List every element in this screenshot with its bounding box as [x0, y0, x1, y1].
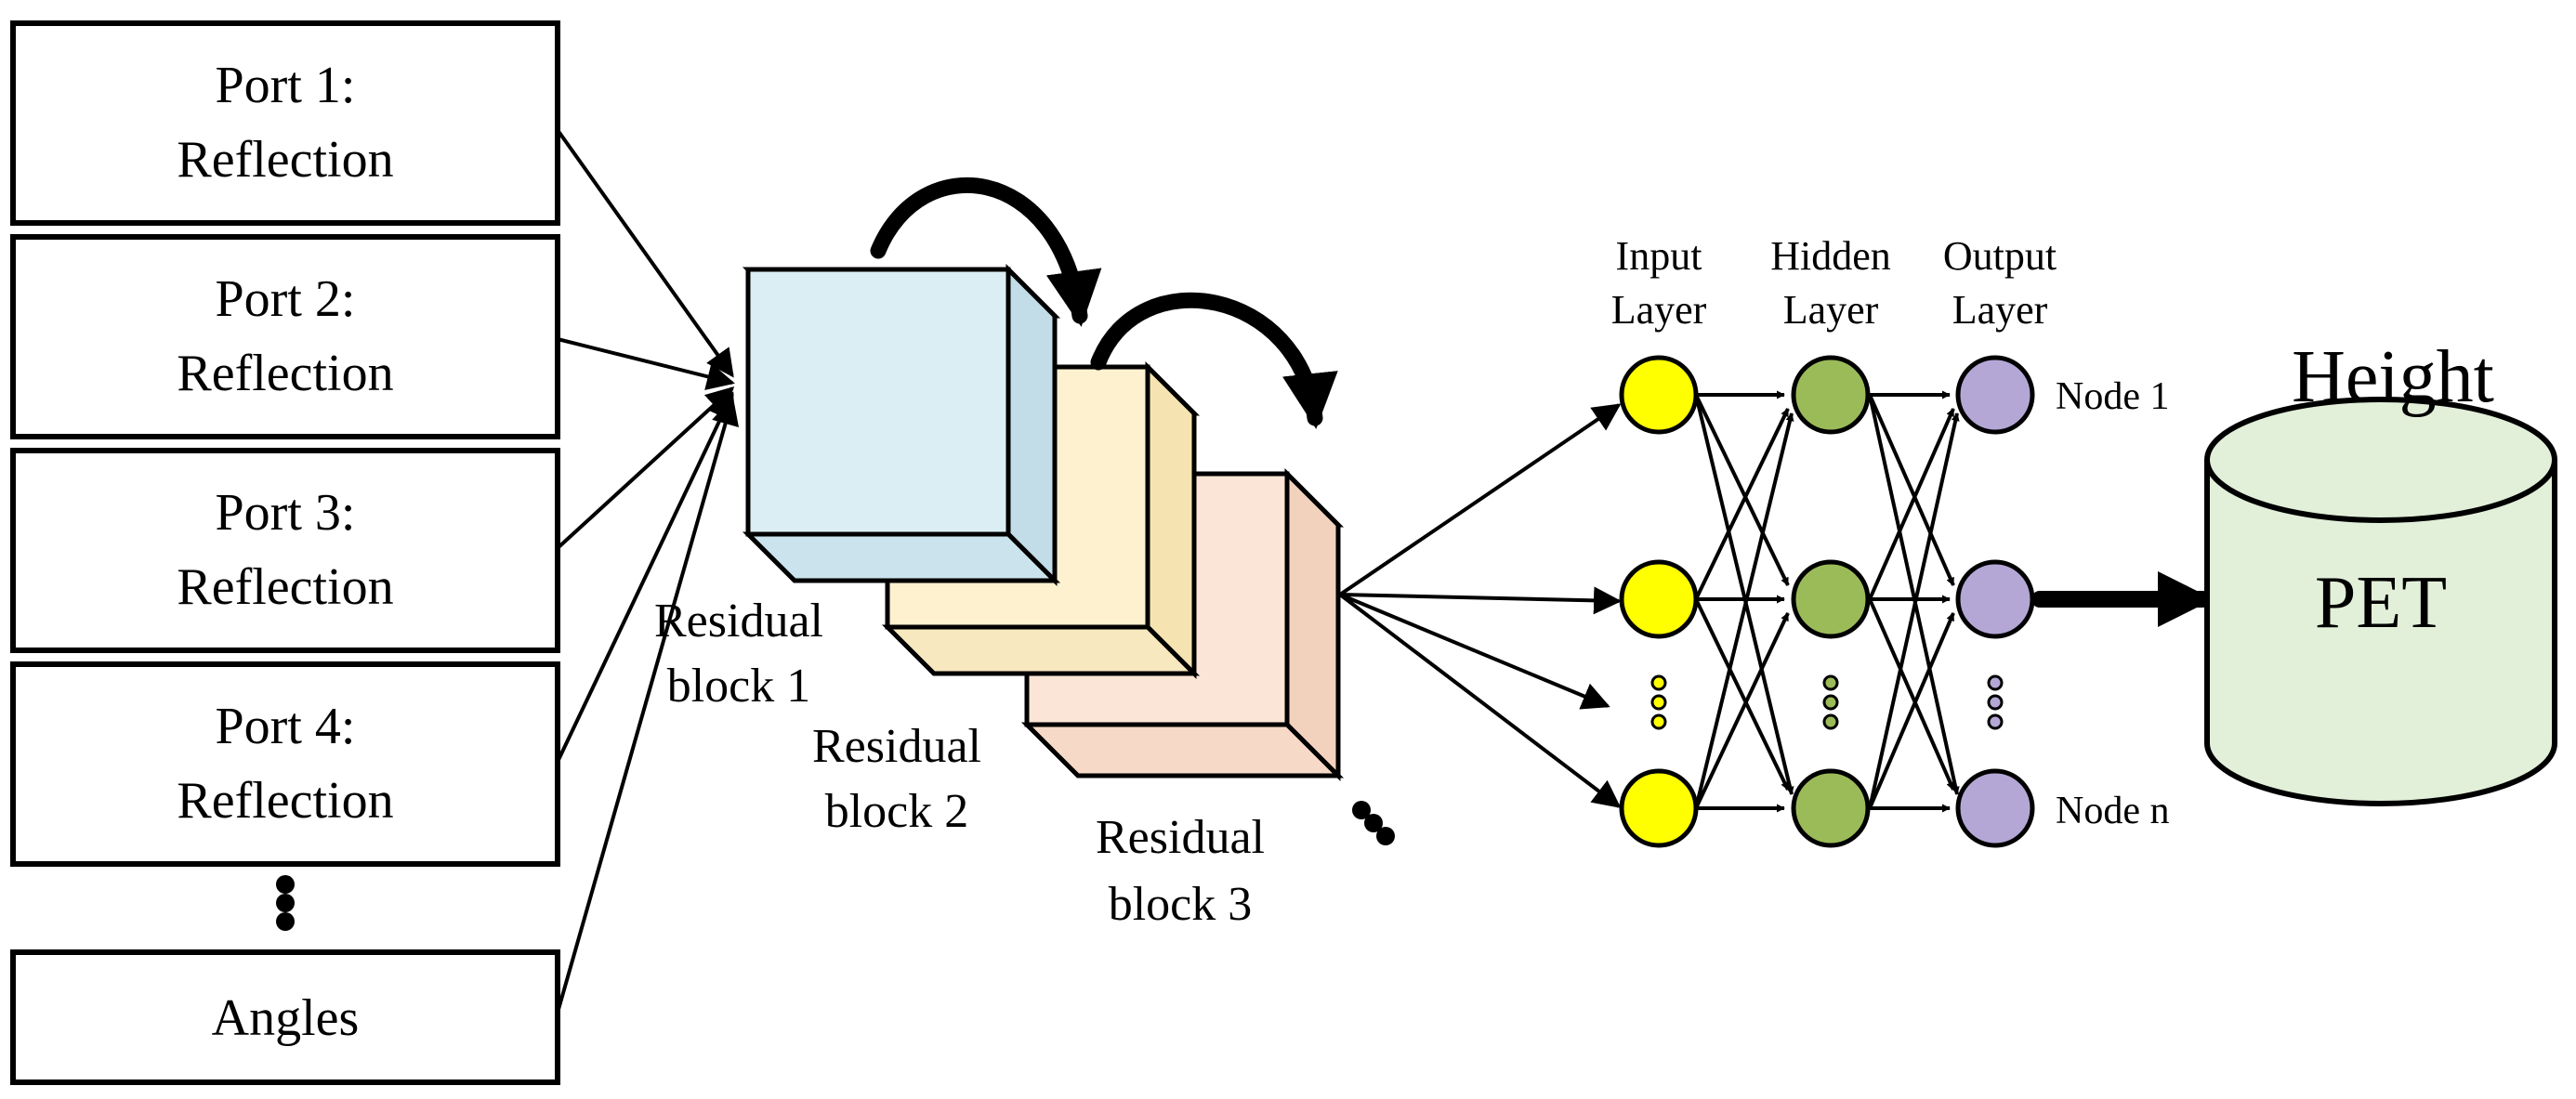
pet-label: PET [2315, 562, 2447, 644]
hidden-node-n [1791, 768, 1871, 848]
node-n-label: Node n [2056, 790, 2169, 832]
residual-block-1-label-line1: Residual [654, 595, 823, 648]
port-2-subtitle: Reflection [177, 345, 393, 402]
residual-block-3-label-line2: block 3 [1109, 878, 1253, 931]
output-layer-nodes [1955, 355, 2035, 848]
port-1-subtitle: Reflection [177, 131, 393, 189]
input-port-1-box: Port 1: Reflection [10, 20, 560, 226]
output-layer-label-line1: Output [1943, 233, 2057, 279]
height-title: Height [2292, 336, 2494, 418]
port-1-title: Port 1: [216, 57, 356, 114]
fanout-arrows [1338, 403, 1622, 808]
network-connections [1694, 390, 1960, 813]
hidden-layer-ellipsis-icon [1822, 674, 1839, 730]
input-layer-nodes [1619, 355, 1699, 848]
output-node-n [1955, 768, 2035, 848]
hidden-layer-nodes [1791, 355, 1871, 848]
hidden-node-1 [1791, 355, 1871, 435]
input-node-1 [1619, 355, 1699, 435]
hidden-layer-label-line2: Layer [1783, 287, 1879, 333]
hidden-layer-label-line1: Hidden [1770, 233, 1891, 279]
port-3-title: Port 3: [216, 484, 356, 542]
residual-block-2-label-line2: block 2 [825, 785, 969, 838]
output-layer-ellipsis-icon [1987, 674, 2004, 730]
input-angles-box: Angles [10, 949, 560, 1085]
output-layer-label-line2: Layer [1952, 287, 2048, 333]
input-layer-ellipsis-icon [1650, 674, 1667, 730]
input-ellipsis-icon [276, 875, 295, 931]
residual-block-1-cube [742, 263, 1061, 587]
residual-block-3-label-line1: Residual [1096, 811, 1265, 864]
port-4-subtitle: Reflection [177, 772, 393, 830]
input-layer-label-line2: Layer [1611, 287, 1707, 333]
hidden-node-2 [1791, 559, 1871, 639]
input-port-3-box: Port 3: Reflection [10, 448, 560, 653]
port-4-title: Port 4: [216, 698, 356, 755]
angles-label: Angles [212, 989, 360, 1047]
port-3-subtitle: Reflection [177, 558, 393, 616]
residual-block-2-label-line1: Residual [812, 720, 981, 773]
residual-block-1-label-line2: block 1 [667, 660, 811, 713]
skip-connection-arrows [870, 177, 1338, 429]
input-arrows [556, 128, 740, 1014]
input-port-4-box: Port 4: Reflection [10, 661, 560, 867]
port-2-title: Port 2: [216, 270, 356, 328]
node-1-label: Node 1 [2056, 375, 2169, 418]
output-node-1 [1955, 355, 2035, 435]
input-port-2-box: Port 2: Reflection [10, 234, 560, 439]
input-node-n [1619, 768, 1699, 848]
blocks-ellipsis-icon [1352, 801, 1395, 845]
input-layer-label-line1: Input [1616, 233, 1702, 279]
output-node-2 [1955, 559, 2035, 639]
input-node-2 [1619, 559, 1699, 639]
pet-cylinder: PET [2204, 397, 2557, 806]
